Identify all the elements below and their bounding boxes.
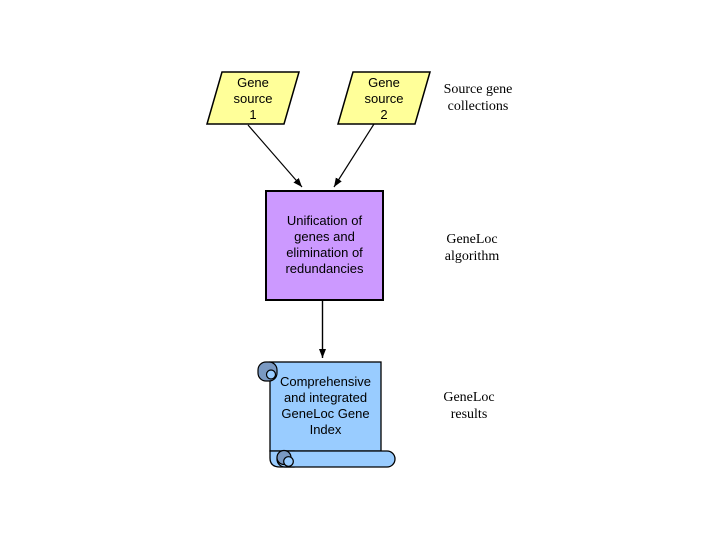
annotation-source-gene-collections[interactable]: Source gene collections: [443, 82, 513, 114]
gene-source-1-label: Gene source 1: [233, 75, 273, 122]
unification-process-label: Unification of genes and elimination of …: [285, 213, 364, 276]
scroll-body: [269, 361, 382, 452]
geneloc-index-label: Comprehensive and integrated GeneLoc Gen…: [279, 374, 372, 437]
gene-source-2-label: Gene source 2: [364, 75, 404, 122]
annotation-geneloc-results[interactable]: GeneLoc results: [443, 390, 495, 419]
arrow-source2-to-process[interactable]: [333, 123, 375, 188]
scroll-top-curl-inner: [265, 369, 277, 380]
geneloc-index-scroll-shape[interactable]: [257, 361, 396, 468]
scroll-bottom-curl-inner: [283, 456, 294, 467]
scroll-bottom-roll: [276, 450, 396, 468]
gene-source-2-shape[interactable]: [337, 71, 431, 125]
gene-source-1-shape[interactable]: [206, 71, 300, 125]
unification-process-shape[interactable]: [265, 190, 384, 301]
arrow-source1-to-process[interactable]: [247, 124, 303, 188]
annotation-geneloc-algorithm[interactable]: GeneLoc algorithm: [444, 232, 500, 264]
